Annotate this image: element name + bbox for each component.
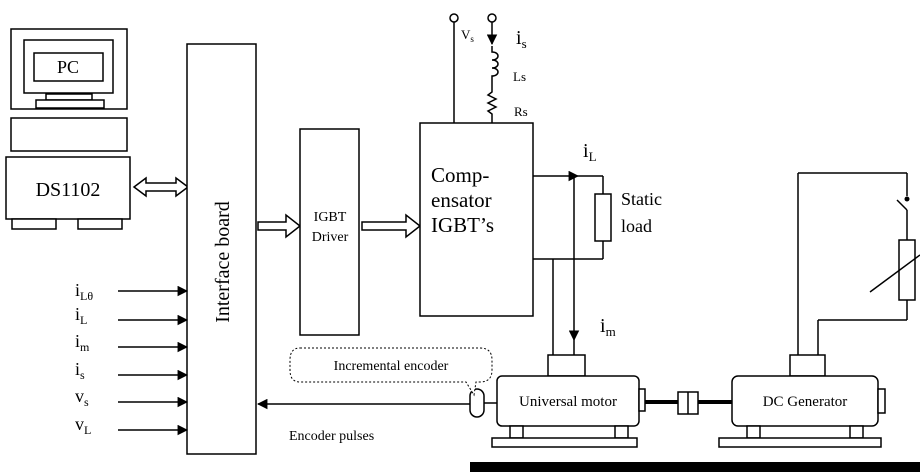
driver-compensator-arrow [361, 213, 422, 239]
dc-generator: DC Generator [718, 354, 886, 448]
pc-monitor-base [35, 99, 105, 109]
resistor-rs [486, 84, 498, 123]
input-is: is [75, 359, 189, 382]
encoder-pulses-label: Encoder pulses [289, 429, 374, 444]
universal-motor: Universal motor [491, 354, 646, 448]
svg-text:vs: vs [75, 386, 89, 409]
interface-driver-arrow [257, 213, 302, 239]
generator-base [718, 437, 882, 448]
igbt-driver-label-1: IGBT [314, 210, 347, 225]
vs-terminal-left [449, 13, 459, 23]
ds1102-interface-double-arrow [132, 176, 190, 198]
input-vs: vs [75, 386, 189, 409]
measured-inputs: iLθ iL im is vs vL [75, 280, 189, 437]
encoder-callout [289, 347, 493, 397]
pc-keyboard [10, 117, 128, 152]
input-label: v [75, 414, 84, 434]
compensator-label-1: Comp- [431, 163, 489, 187]
incremental-encoder-label: Incremental encoder [334, 359, 449, 374]
dc-generator-label: DC Generator [763, 394, 848, 410]
im-label: im [600, 315, 616, 339]
static-load-label-1: Static [621, 189, 662, 209]
igbt-driver-box [299, 128, 360, 336]
ds1102-label: DS1102 [36, 179, 101, 201]
ls-label: Ls [513, 69, 526, 84]
interface-board-box [186, 43, 257, 455]
inductor-ls [491, 46, 499, 84]
input-sub: Lθ [80, 289, 93, 303]
input-im: im [75, 331, 189, 354]
svg-text:vL: vL [75, 414, 91, 437]
switch-contact [904, 196, 910, 202]
input-label: v [75, 386, 84, 406]
input-label: i [75, 359, 80, 379]
universal-motor-label: Universal motor [519, 394, 617, 410]
motor-end-cap [638, 388, 646, 412]
generator-foot-left [746, 425, 761, 439]
generator-load-circuit [797, 172, 920, 355]
interface-board-label: Interface board [212, 201, 234, 323]
static-load-label-2: load [621, 216, 652, 236]
pc-label-box [33, 52, 104, 82]
incremental-encoder [469, 388, 485, 418]
rheostat-slash [869, 254, 920, 293]
igbt-driver-label-2: Driver [312, 230, 349, 245]
switch-blade [896, 199, 908, 211]
motor-terminal-box [547, 354, 586, 377]
bed-plate [470, 462, 920, 472]
motor-base [491, 437, 638, 448]
input-sub: L [80, 313, 87, 327]
input-vl: vL [75, 414, 189, 437]
svg-text:is: is [75, 359, 85, 382]
motor-foot-left [509, 425, 524, 439]
load-wiring: iL im Static load [533, 140, 662, 355]
vs-label: Vs [461, 27, 474, 44]
svg-text:iLθ: iLθ [75, 280, 93, 303]
input-label: i [75, 304, 80, 324]
pc-monitor-stand [45, 93, 93, 101]
ds1102-box [5, 156, 131, 220]
static-load-resistor [594, 193, 612, 242]
il-label: iL [583, 140, 597, 164]
svg-text:iL: iL [75, 304, 87, 327]
input-il: iL [75, 304, 189, 327]
input-label: i [75, 280, 80, 300]
input-sub: s [84, 395, 89, 409]
input-iltheta: iLθ [75, 280, 189, 303]
pc-computer: PC [10, 28, 128, 152]
vs-terminal-right [487, 13, 497, 23]
input-sub: s [80, 368, 85, 382]
input-sub: L [84, 423, 91, 437]
is-label: is [516, 27, 527, 51]
ds1102-foot-left [11, 218, 57, 230]
generator-end-cap [877, 388, 886, 414]
compensator-label-3: IGBT’s [431, 213, 494, 237]
input-label: i [75, 331, 80, 351]
ds1102-foot-right [77, 218, 123, 230]
variable-resistor [898, 239, 916, 301]
generator-terminal-box [789, 354, 826, 377]
ac-supply: Vs is Ls Rs [449, 13, 528, 123]
pc-label: PC [57, 57, 79, 77]
rs-label: Rs [514, 104, 528, 119]
compensator-box [419, 122, 534, 317]
generator-foot-right [849, 425, 864, 439]
compensator-label-2: ensator [431, 188, 492, 212]
input-sub: m [80, 340, 90, 354]
svg-text:im: im [75, 331, 90, 354]
motor-foot-right [614, 425, 629, 439]
ds1102-board: DS1102 [5, 156, 131, 230]
